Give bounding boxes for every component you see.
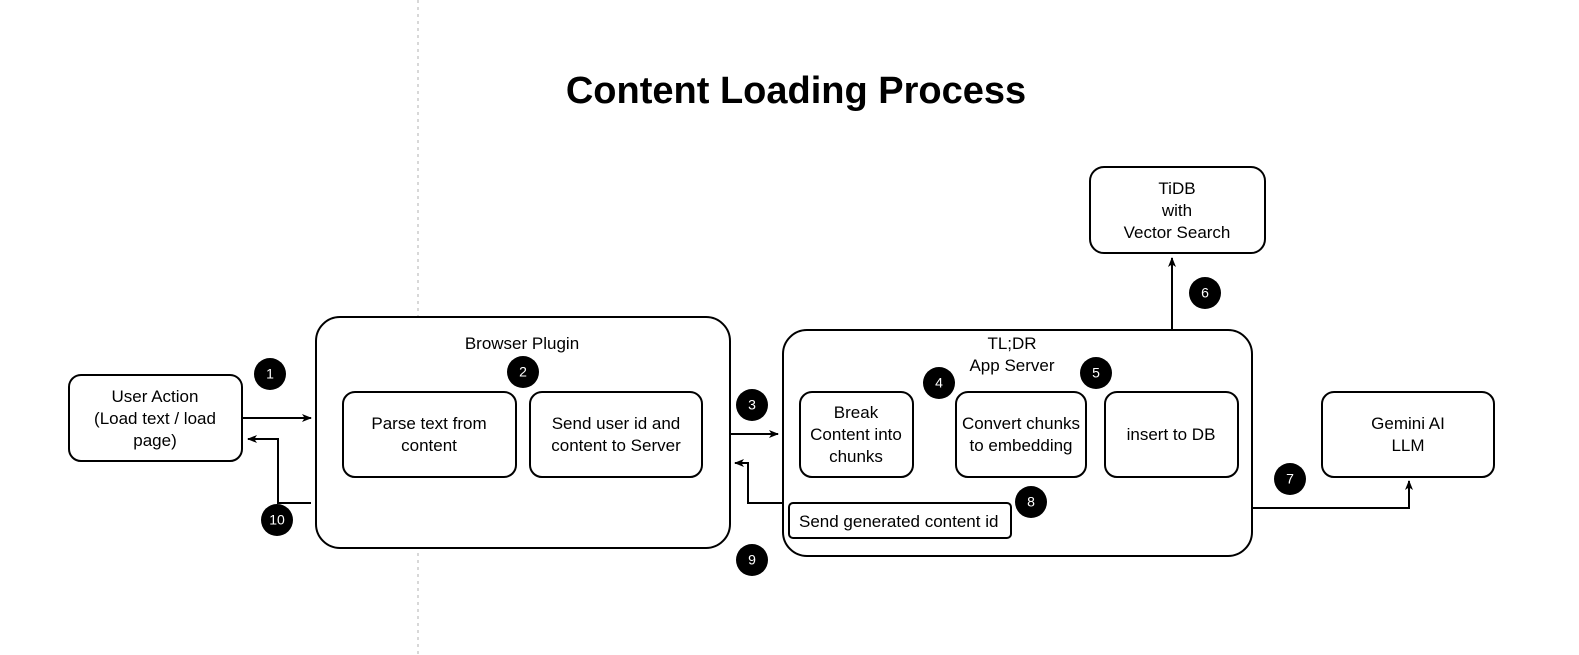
node-convert-chunks-box[interactable] [955, 391, 1087, 478]
node-tidb-vector-search-label: with [1161, 201, 1192, 220]
label-send-generated-content-id-text: Send generated content id [799, 512, 998, 531]
node-send-user-id[interactable]: Send user id and content to Server [529, 391, 703, 478]
badge-3-circle[interactable] [736, 389, 768, 421]
node-insert-to-db[interactable]: insert to DB [1104, 391, 1239, 478]
node-user-action-label: User Action [112, 387, 199, 406]
label-send-generated-content-id-box[interactable] [788, 502, 1012, 539]
conn-plugin-to-user [247, 435, 311, 504]
node-insert-to-db-label: insert to DB [1127, 425, 1216, 444]
group-tldr-app-server-title: App Server [969, 356, 1054, 375]
node-break-content-box[interactable] [799, 391, 914, 478]
node-parse-text-label: content [401, 436, 457, 455]
step-badge-9[interactable]: 9 [736, 544, 768, 576]
group-browser-plugin[interactable]: Browser Plugin [315, 316, 731, 549]
step-badge-5[interactable]: 5 [1080, 357, 1112, 389]
badge-5-circle[interactable] [1080, 357, 1112, 389]
node-tidb-vector-search-box[interactable] [1089, 166, 1266, 254]
node-parse-text[interactable]: Parse text from content [342, 391, 517, 478]
badge-9-number: 9 [748, 552, 756, 568]
step-badge-7[interactable]: 7 [1274, 463, 1306, 495]
badge-5-number: 5 [1092, 365, 1100, 381]
label-send-generated-content-id[interactable]: Send generated content id [788, 502, 1012, 539]
node-convert-chunks[interactable]: Convert chunks to embedding [955, 391, 1087, 478]
node-parse-text-box[interactable] [342, 391, 517, 478]
badge-7-number: 7 [1286, 471, 1294, 487]
node-send-user-id-label: content to Server [551, 436, 681, 455]
node-gemini-ai-llm-box[interactable] [1321, 391, 1495, 478]
badge-9-circle[interactable] [736, 544, 768, 576]
process-nodes: User Action (Load text / load page) Parse t… [68, 166, 1495, 478]
step-badge-6[interactable]: 6 [1189, 277, 1221, 309]
node-user-action-label: page) [133, 431, 176, 450]
step-badge-10[interactable]: 10 [261, 504, 293, 536]
node-break-content-label: Content into [810, 425, 902, 444]
node-parse-text-label: Parse text from [371, 414, 486, 433]
badge-7-circle[interactable] [1274, 463, 1306, 495]
conn-server-to-plugin [734, 459, 782, 504]
node-gemini-ai-llm-label: LLM [1391, 436, 1424, 455]
badge-1-number: 1 [266, 366, 274, 382]
node-tidb-vector-search-label: TiDB [1158, 179, 1195, 198]
node-break-content-label: chunks [829, 447, 883, 466]
badge-2-number: 2 [519, 364, 527, 380]
badge-8-circle[interactable] [1015, 486, 1047, 518]
node-user-action-label: (Load text / load [94, 409, 216, 428]
step-badge-8[interactable]: 8 [1015, 486, 1047, 518]
node-convert-chunks-label: to embedding [969, 436, 1072, 455]
node-convert-chunks-label: Convert chunks [962, 414, 1080, 433]
badge-10-number: 10 [269, 512, 285, 528]
badge-4-circle[interactable] [923, 367, 955, 399]
badge-2-circle[interactable] [507, 356, 539, 388]
badge-4-number: 4 [935, 375, 943, 391]
step-badge-4[interactable]: 4 [923, 367, 955, 399]
node-break-content-label: Break [834, 403, 879, 422]
group-browser-plugin-title: Browser Plugin [465, 334, 579, 353]
step-badge-1[interactable]: 1 [254, 358, 286, 390]
node-send-user-id-box[interactable] [529, 391, 703, 478]
badge-3-number: 3 [748, 397, 756, 413]
node-gemini-ai-llm[interactable]: Gemini AI LLM [1321, 391, 1495, 478]
badge-1-circle[interactable] [254, 358, 286, 390]
page-title: Content Loading Process [566, 70, 1026, 112]
step-badges: 1 2 3 4 5 6 7 8 9 10 [254, 277, 1306, 576]
node-tidb-vector-search-label: Vector Search [1124, 223, 1231, 242]
badge-6-number: 6 [1201, 285, 1209, 301]
node-insert-to-db-box[interactable] [1104, 391, 1239, 478]
node-send-user-id-label: Send user id and [552, 414, 681, 433]
step-badge-3[interactable]: 3 [736, 389, 768, 421]
node-user-action[interactable]: User Action (Load text / load page) [68, 374, 243, 462]
edge-labels: Send generated content id [788, 502, 1012, 539]
group-tldr-app-server-title: TL;DR [987, 334, 1036, 353]
step-badge-2[interactable]: 2 [507, 356, 539, 388]
group-browser-plugin-frame[interactable] [315, 316, 731, 549]
node-user-action-box[interactable] [68, 374, 243, 462]
badge-6-circle[interactable] [1189, 277, 1221, 309]
badge-10-circle[interactable] [261, 504, 293, 536]
node-gemini-ai-llm-label: Gemini AI [1371, 414, 1445, 433]
badge-8-number: 8 [1027, 494, 1035, 510]
